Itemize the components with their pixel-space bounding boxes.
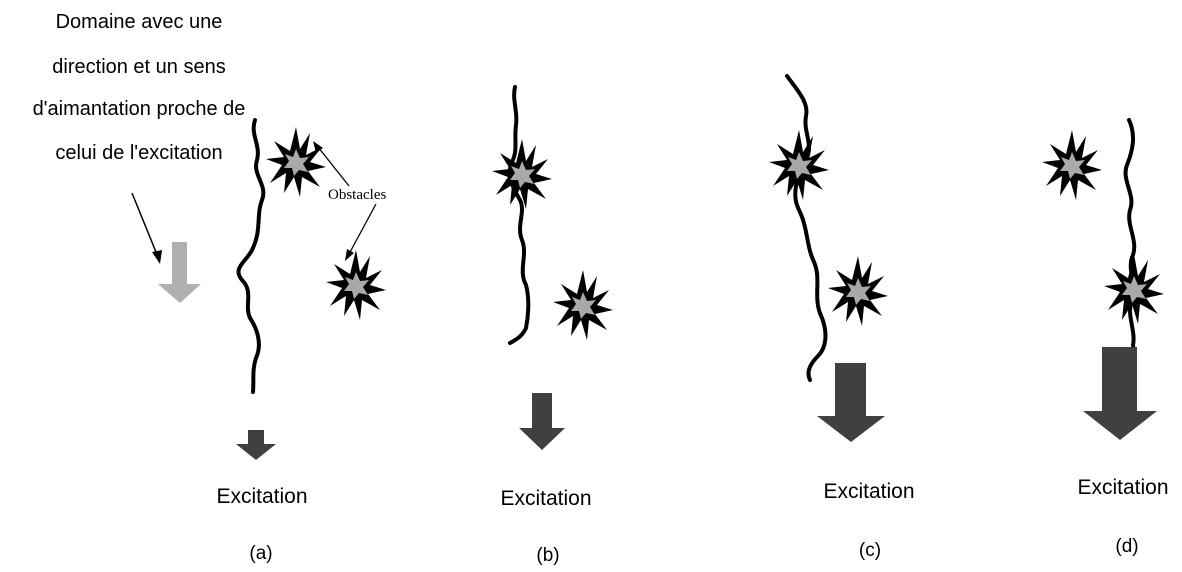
obstacles-label: Obstacles xyxy=(328,187,386,203)
caption-c: (c) xyxy=(859,540,881,561)
caption-a: (a) xyxy=(249,543,272,564)
annotation-line-3: d'aimantation proche de xyxy=(33,98,246,120)
excitation-label-b: Excitation xyxy=(500,487,591,510)
excitation-arrow-d xyxy=(1083,347,1157,440)
obstacle-c2 xyxy=(828,256,888,326)
caption-d: (d) xyxy=(1115,536,1138,557)
obstacles-pointers xyxy=(313,141,377,261)
obstacle-a1 xyxy=(266,127,326,197)
annotation-line-1: Domaine avec une xyxy=(56,11,223,33)
obstacle-a2 xyxy=(326,250,386,320)
excitation-arrow-a xyxy=(236,430,276,460)
domain-magnetization-arrow xyxy=(158,242,201,303)
domain-wall-d xyxy=(1123,118,1137,354)
obstacle-d1 xyxy=(1042,130,1102,200)
excitation-arrow-c xyxy=(817,363,885,442)
domain-wall-b xyxy=(507,85,531,345)
annotation-pointer xyxy=(131,192,162,264)
caption-b: (b) xyxy=(536,545,559,566)
obstacle-d2 xyxy=(1104,254,1164,324)
annotation-line-2: direction et un sens xyxy=(52,56,225,78)
obstacle-b2 xyxy=(553,270,613,340)
domain-annotation: Domaine avec une direction et un sens d'… xyxy=(33,11,246,164)
annotation-line-4: celui de l'excitation xyxy=(55,142,222,164)
excitation-arrow-b xyxy=(519,393,565,450)
domain-wall-c xyxy=(785,74,828,382)
domain-wall-a xyxy=(236,118,266,394)
obstacle-c1 xyxy=(769,130,829,200)
excitation-label-c: Excitation xyxy=(823,480,914,503)
excitation-label-a: Excitation xyxy=(216,485,307,508)
obstacle-b1 xyxy=(492,139,552,209)
excitation-label-d: Excitation xyxy=(1077,476,1168,499)
